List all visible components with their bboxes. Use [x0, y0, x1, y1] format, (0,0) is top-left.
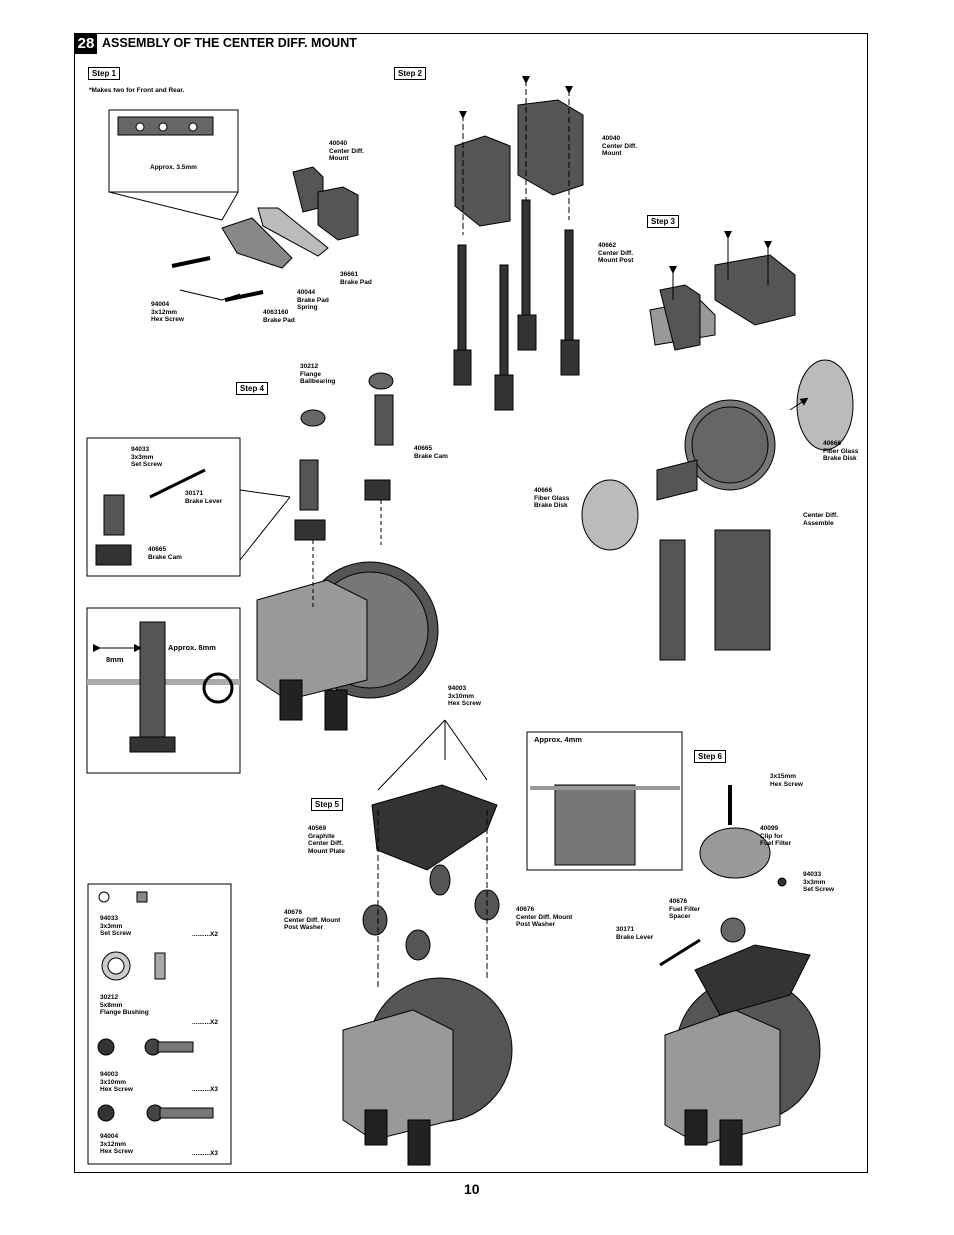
approx-8mm-note: Approx. 8mm	[168, 643, 216, 652]
step-3-label: Step 3	[647, 215, 680, 228]
instruction-frame	[74, 33, 868, 1173]
page-title: ASSEMBLY OF THE CENTER DIFF. MOUNT	[102, 36, 357, 50]
hardware-item-qty: ..........X2	[192, 931, 219, 938]
hardware-item-qty: ..........X2	[192, 1019, 219, 1026]
step-5-label: Step 5	[311, 798, 344, 811]
step-4-label: Step 4	[236, 382, 269, 395]
hardware-item-qty: ..........X3	[192, 1086, 219, 1093]
step-2-label: Step 2	[394, 67, 427, 80]
part-label-center-diff: Center Diff.Assemble	[803, 512, 839, 527]
step-number-badge: 28	[75, 34, 97, 54]
hardware-item-qty: ..........X3	[192, 1150, 219, 1157]
approx-4mm-note: Approx. 4mm	[534, 735, 582, 744]
page-number: 10	[464, 1181, 480, 1197]
step-1-label: Step 1	[88, 67, 121, 80]
approx-3-5mm-note: Approx. 3.5mm	[150, 164, 197, 171]
makes-two-note: *Makes two for Front and Rear.	[89, 87, 185, 94]
step-6-label: Step 6	[694, 750, 727, 763]
eight-mm-note: 8mm	[106, 655, 124, 664]
